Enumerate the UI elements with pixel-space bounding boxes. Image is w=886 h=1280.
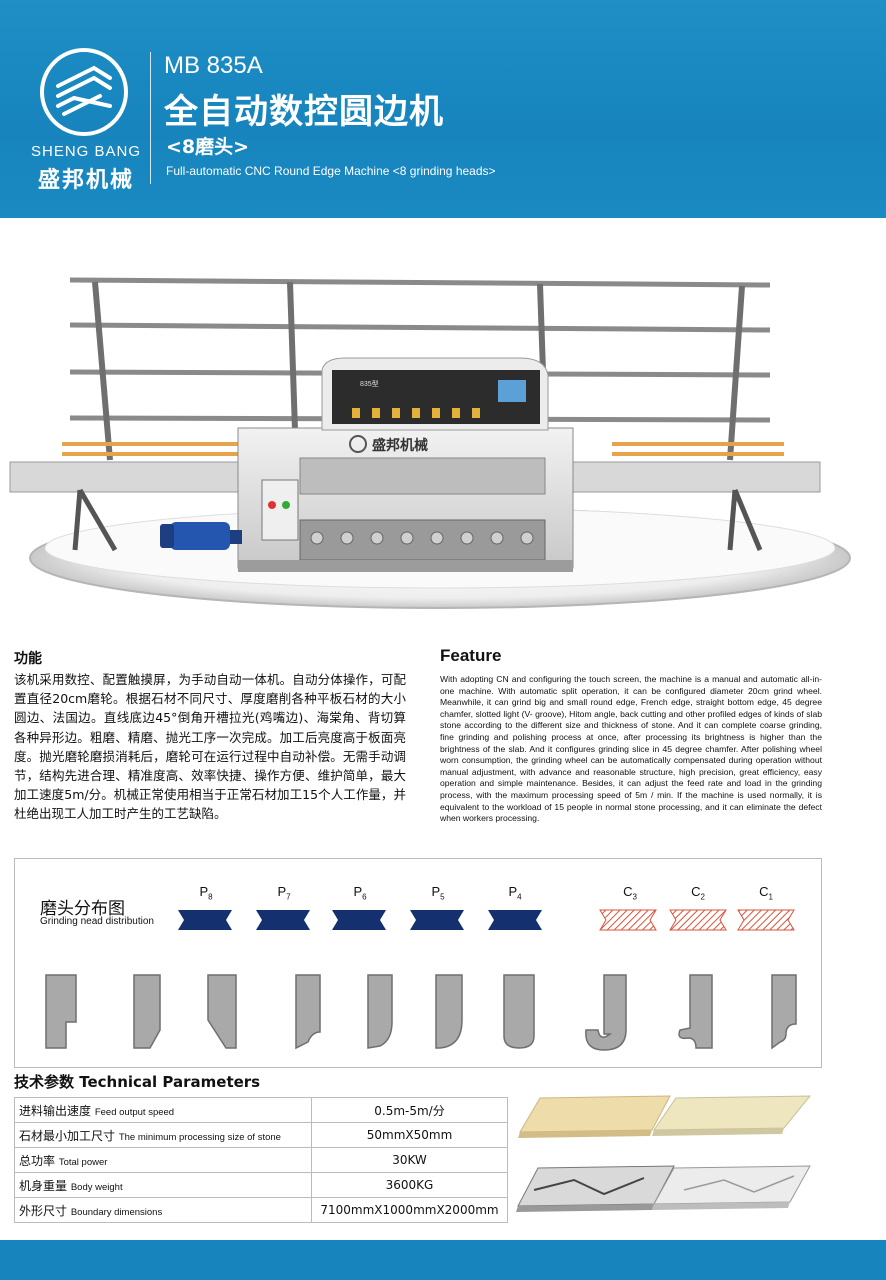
param-value: 50mmX50mm <box>311 1122 508 1148</box>
feature-description-en: With adopting CN and configuring the tou… <box>440 674 822 824</box>
param-value: 3600KG <box>311 1172 508 1198</box>
distribution-title-en: Grinding nead distribution <box>40 916 154 927</box>
technical-parameters-table: 进料输出速度 Feed output speed 0.5m-5m/分 石材最小加… <box>14 1097 508 1223</box>
table-row: 总功率 Total power 30KW <box>14 1147 508 1173</box>
param-name-en: Feed output speed <box>94 1106 175 1118</box>
edge-profile-6 <box>435 974 463 1049</box>
header-divider <box>150 52 151 184</box>
stone-samples-image <box>516 1095 812 1212</box>
brand-name-cn: 盛邦机械 <box>37 168 134 193</box>
table-row: 石材最小加工尺寸 The minimum processing size of … <box>14 1122 508 1148</box>
param-name-en: Body weight <box>70 1181 123 1193</box>
coarse-head-c2 <box>669 909 727 931</box>
param-value: 30KW <box>311 1147 508 1173</box>
edge-profile-7 <box>503 974 535 1049</box>
polish-head-p4 <box>488 910 542 930</box>
polish-head-p6 <box>332 910 386 930</box>
product-title-en: Full-automatic CNC Round Edge Machine <8… <box>166 164 496 178</box>
head-label: C2 <box>691 884 705 902</box>
param-name-cn: 石材最小加工尺寸 <box>19 1128 116 1143</box>
technical-parameters-heading: 技术参数 Technical Parameters <box>14 1073 261 1091</box>
param-name-cn: 外形尺寸 <box>19 1203 68 1218</box>
edge-profile-2 <box>133 974 161 1049</box>
feature-heading: Feature <box>440 646 502 665</box>
head-label: P6 <box>353 884 367 902</box>
table-row: 外形尺寸 Boundary dimensions 7100mmX1000mmX2… <box>14 1197 508 1223</box>
machine-photo: 835型 盛邦机械 <box>0 230 886 630</box>
grinding-heads-diagram <box>45 909 797 1051</box>
param-name-cn: 进料输出速度 <box>19 1103 92 1118</box>
edge-profile-8 <box>585 974 627 1051</box>
polish-head-p8 <box>178 910 232 930</box>
table-row: 进料输出速度 Feed output speed 0.5m-5m/分 <box>14 1097 508 1123</box>
param-name-en: Boundary dimensions <box>70 1206 163 1218</box>
body-logo-icon <box>349 435 367 453</box>
edge-profile-5 <box>367 974 393 1049</box>
param-value: 7100mmX1000mmX2000mm <box>311 1197 508 1223</box>
sample-slab-beige <box>519 1095 671 1133</box>
param-name-cn: 总功率 <box>19 1153 56 1168</box>
param-name-cn: 机身重量 <box>19 1178 68 1193</box>
edge-profile-4 <box>295 974 321 1050</box>
param-value: 0.5m-5m/分 <box>311 1097 508 1123</box>
polish-head-p7 <box>256 910 310 930</box>
machine-body-brand: 盛邦机械 <box>372 437 428 454</box>
product-subtitle-cn: <8磨头> <box>166 136 250 158</box>
sample-slab-marble-light <box>653 1165 811 1205</box>
sample-slab-marble-dark <box>517 1165 675 1207</box>
edge-profile-3 <box>207 974 237 1049</box>
function-heading: 功能 <box>14 651 42 667</box>
coarse-head-c3 <box>599 909 657 931</box>
brand-name-en: SHENG BANG <box>30 143 142 160</box>
head-label: P4 <box>508 884 522 902</box>
polish-head-p5 <box>410 910 464 930</box>
footer-bar <box>0 1240 886 1280</box>
control-panel-model: 835型 <box>360 379 379 388</box>
head-label: P8 <box>199 884 213 902</box>
header-banner: SHENG BANG 盛邦机械 MB 835A 全自动数控圆边机 <8磨头> F… <box>0 0 886 218</box>
head-label: P7 <box>277 884 291 902</box>
sample-slab-cream <box>653 1095 812 1131</box>
edge-profile-9 <box>678 974 713 1049</box>
model-number: MB 835A <box>164 52 263 79</box>
head-label: C3 <box>623 884 637 902</box>
head-label: P5 <box>431 884 445 902</box>
table-row: 机身重量 Body weight 3600KG <box>14 1172 508 1198</box>
edge-profile-1 <box>45 974 77 1049</box>
param-name-en: Total power <box>58 1156 108 1168</box>
coarse-head-c1 <box>737 909 795 931</box>
param-name-en: The minimum processing size of stone <box>118 1131 281 1143</box>
distribution-title-cn: 磨头分布图 <box>40 899 125 919</box>
logo-icon <box>40 48 128 136</box>
product-title-cn: 全自动数控圆边机 <box>164 92 444 132</box>
grinding-distribution-panel <box>14 858 822 1068</box>
edge-profile-10 <box>771 974 797 1050</box>
function-description-cn: 该机采用数控、配置触摸屏，为手动自动一体机。自动分体操作，可配置直径20cm磨轮… <box>14 672 406 822</box>
head-label: C1 <box>759 884 773 902</box>
